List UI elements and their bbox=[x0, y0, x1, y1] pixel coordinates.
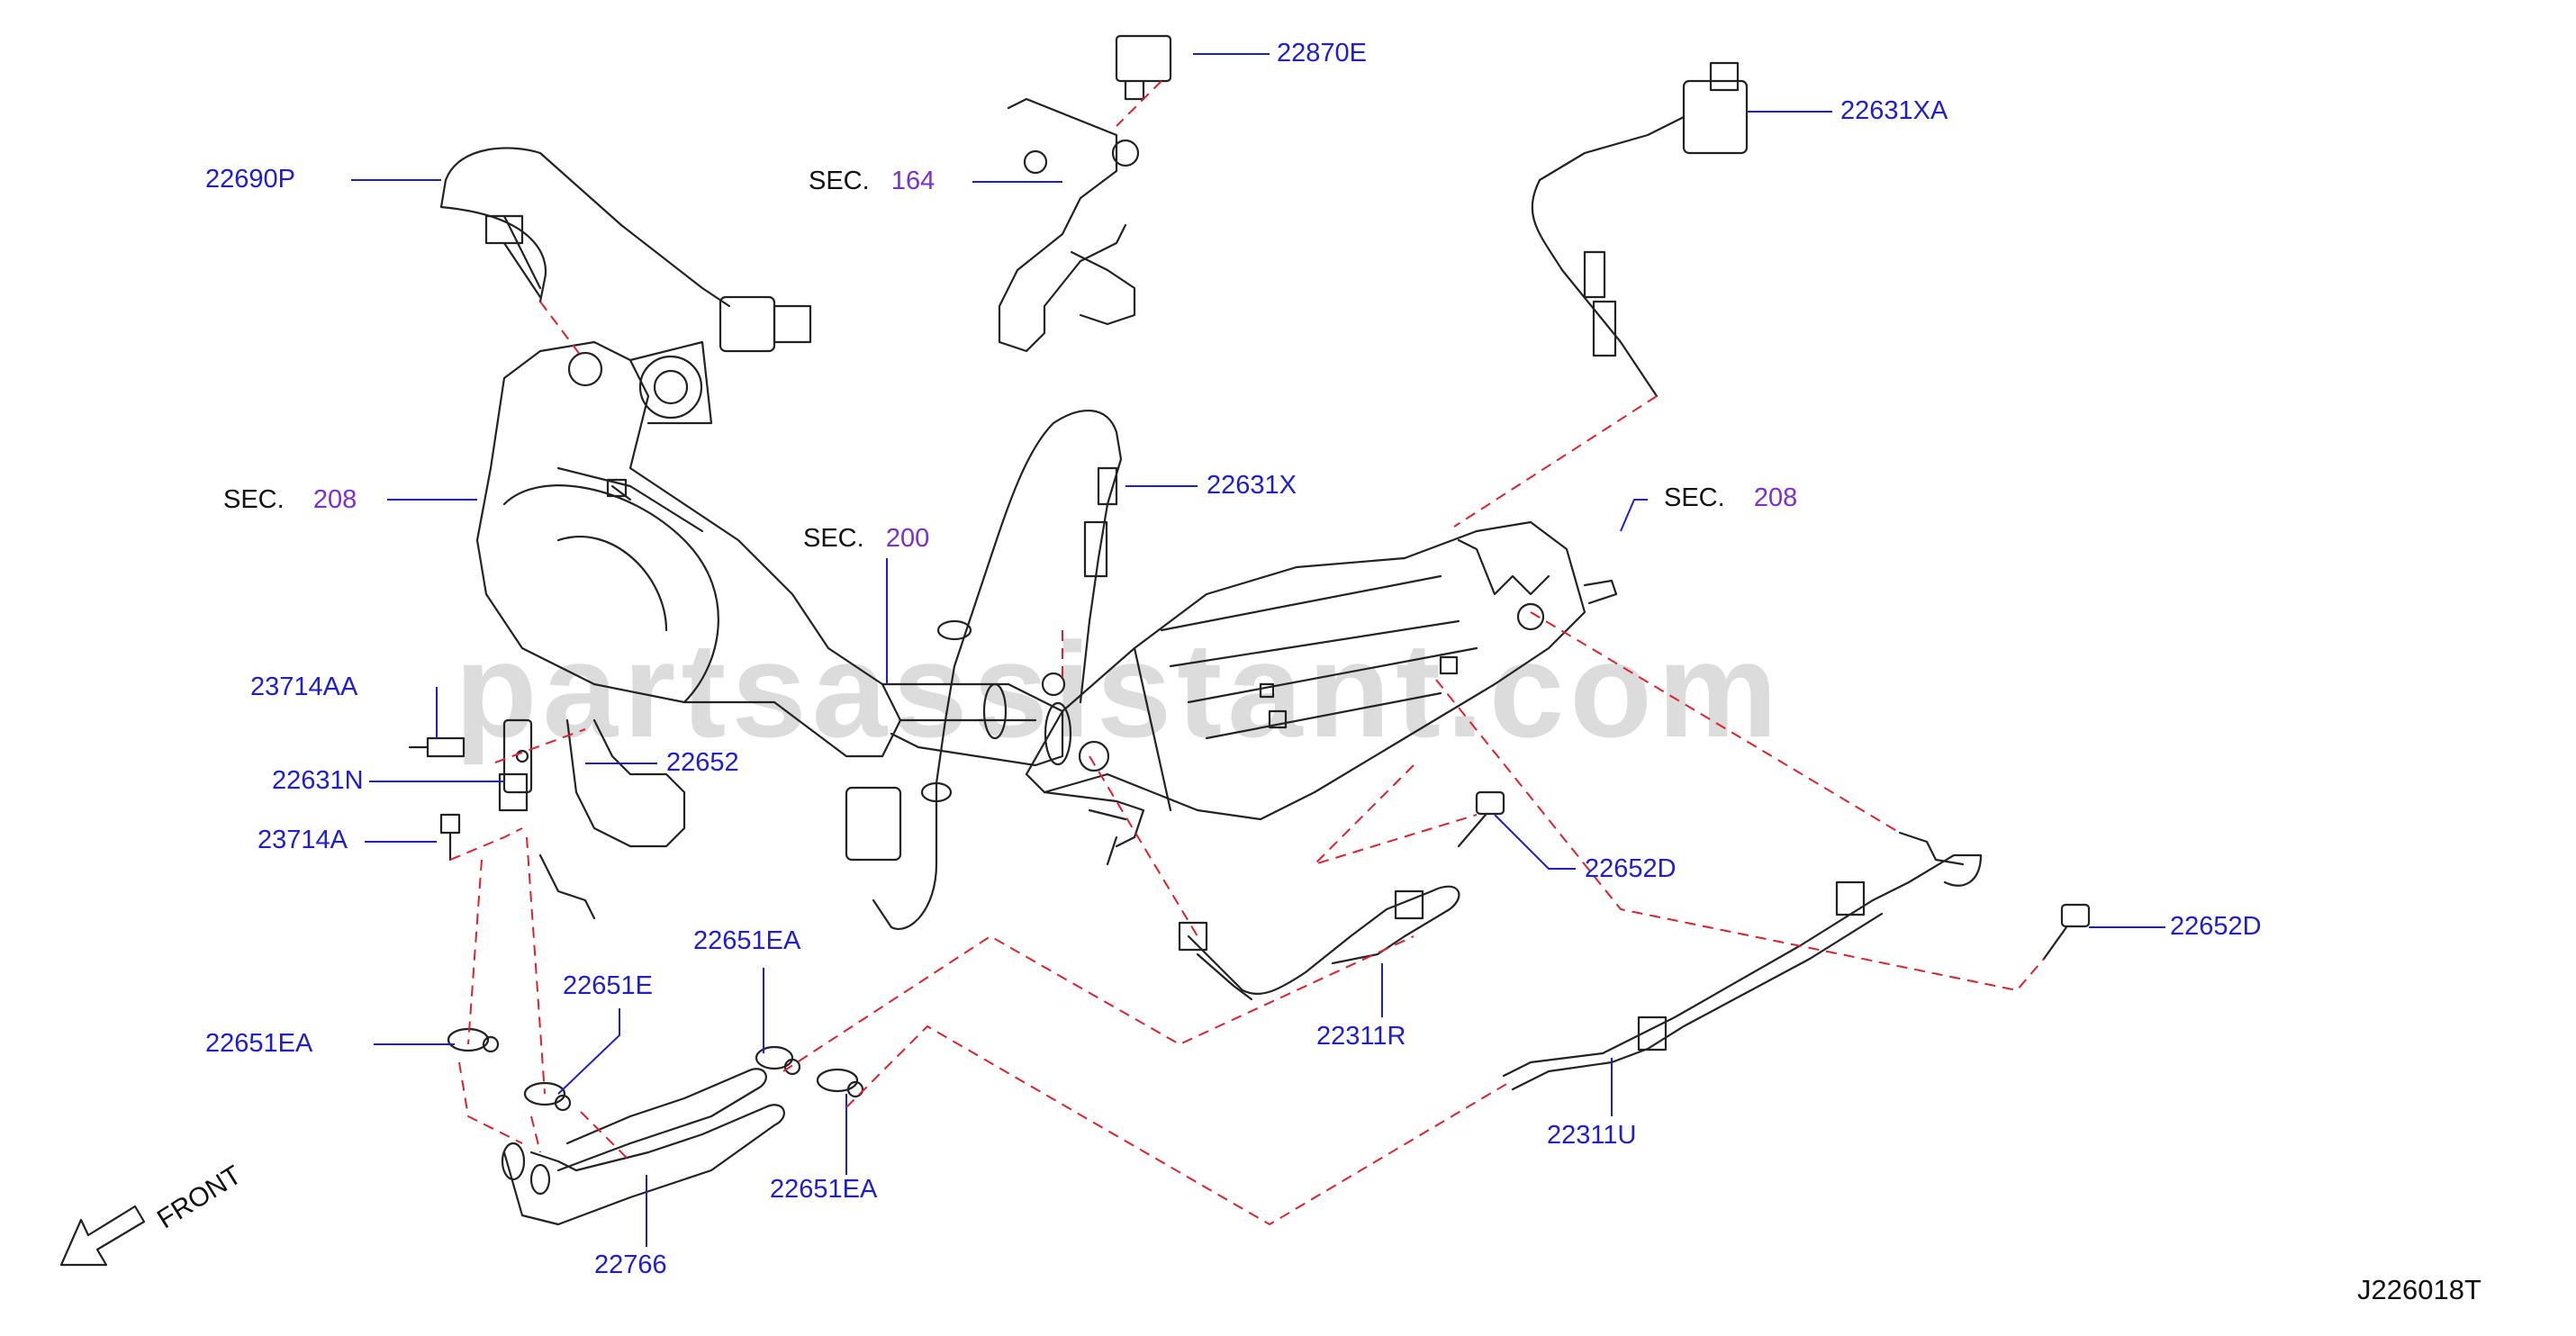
bracket-22870e bbox=[998, 34, 1172, 353]
section-ref-208-right: SEC. 208 bbox=[1664, 484, 1797, 511]
part-label-22651e[interactable]: 22651E bbox=[563, 971, 653, 1000]
front-catalytic-converter bbox=[475, 340, 902, 758]
part-label-22652d-b[interactable]: 22652D bbox=[2170, 912, 2262, 941]
sensor-22631x bbox=[845, 410, 1123, 930]
part-label-23714a[interactable]: 23714A bbox=[258, 826, 348, 854]
clamp-22651ea-c bbox=[816, 1068, 864, 1098]
part-label-22311u[interactable]: 22311U bbox=[1547, 1121, 1637, 1150]
part-label-22652d-a[interactable]: 22652D bbox=[1585, 854, 1677, 883]
section-number[interactable]: 200 bbox=[885, 524, 930, 553]
sensor-22690p bbox=[439, 147, 812, 353]
front-pipe bbox=[881, 682, 1072, 767]
front-arrow-icon bbox=[59, 1205, 146, 1267]
tube-22311r bbox=[1178, 885, 1460, 1001]
section-prefix: SEC. bbox=[809, 167, 870, 195]
part-label-22311r[interactable]: 22311R bbox=[1316, 1022, 1406, 1051]
bolt-23714a bbox=[439, 813, 461, 862]
part-label-23714aa[interactable]: 23714AA bbox=[250, 673, 358, 701]
part-label-22766[interactable]: 22766 bbox=[594, 1250, 667, 1279]
part-label-22631xa[interactable]: 22631XA bbox=[1840, 96, 1948, 125]
leader-lines bbox=[351, 53, 2165, 1247]
section-prefix: SEC. bbox=[1664, 483, 1725, 512]
section-prefix: SEC. bbox=[223, 485, 285, 514]
part-label-22651ea-c[interactable]: 22651EA bbox=[770, 1175, 878, 1204]
section-number[interactable]: 208 bbox=[1753, 483, 1798, 512]
part-label-22651ea-b[interactable]: 22651EA bbox=[693, 926, 801, 955]
clamp-22651ea-a bbox=[447, 1027, 500, 1053]
part-label-22631n[interactable]: 22631N bbox=[272, 766, 364, 795]
part-label-22652[interactable]: 22652 bbox=[666, 748, 739, 777]
tube-22311u bbox=[1502, 831, 1983, 1091]
bracket-22652 bbox=[498, 718, 686, 920]
drawing-code: J226018T bbox=[2357, 1274, 2481, 1305]
hose-22766 bbox=[501, 1068, 785, 1226]
sensor-22631xa bbox=[1531, 61, 1749, 398]
section-number[interactable]: 164 bbox=[890, 167, 935, 195]
part-label-22870e[interactable]: 22870E bbox=[1277, 39, 1367, 68]
section-number[interactable]: 208 bbox=[312, 485, 357, 514]
dashed-links bbox=[449, 80, 2045, 1226]
section-ref-200: SEC. 200 bbox=[803, 525, 929, 552]
clamp-22651e bbox=[523, 1081, 572, 1112]
clamp-22651ea-b bbox=[755, 1045, 801, 1076]
part-label-22651ea-a[interactable]: 22651EA bbox=[205, 1029, 313, 1058]
section-ref-164: SEC. 164 bbox=[809, 167, 935, 194]
bolt-22652d-b bbox=[2042, 903, 2091, 961]
bolt-22652d-a bbox=[1457, 790, 1505, 848]
bolt-23714aa bbox=[408, 736, 465, 758]
part-label-22631x[interactable]: 22631X bbox=[1207, 471, 1297, 500]
part-label-22690p[interactable]: 22690P bbox=[205, 165, 295, 194]
section-ref-208-left: SEC. 208 bbox=[223, 486, 357, 513]
section-prefix: SEC. bbox=[803, 524, 864, 553]
rear-converter bbox=[1025, 520, 1618, 866]
